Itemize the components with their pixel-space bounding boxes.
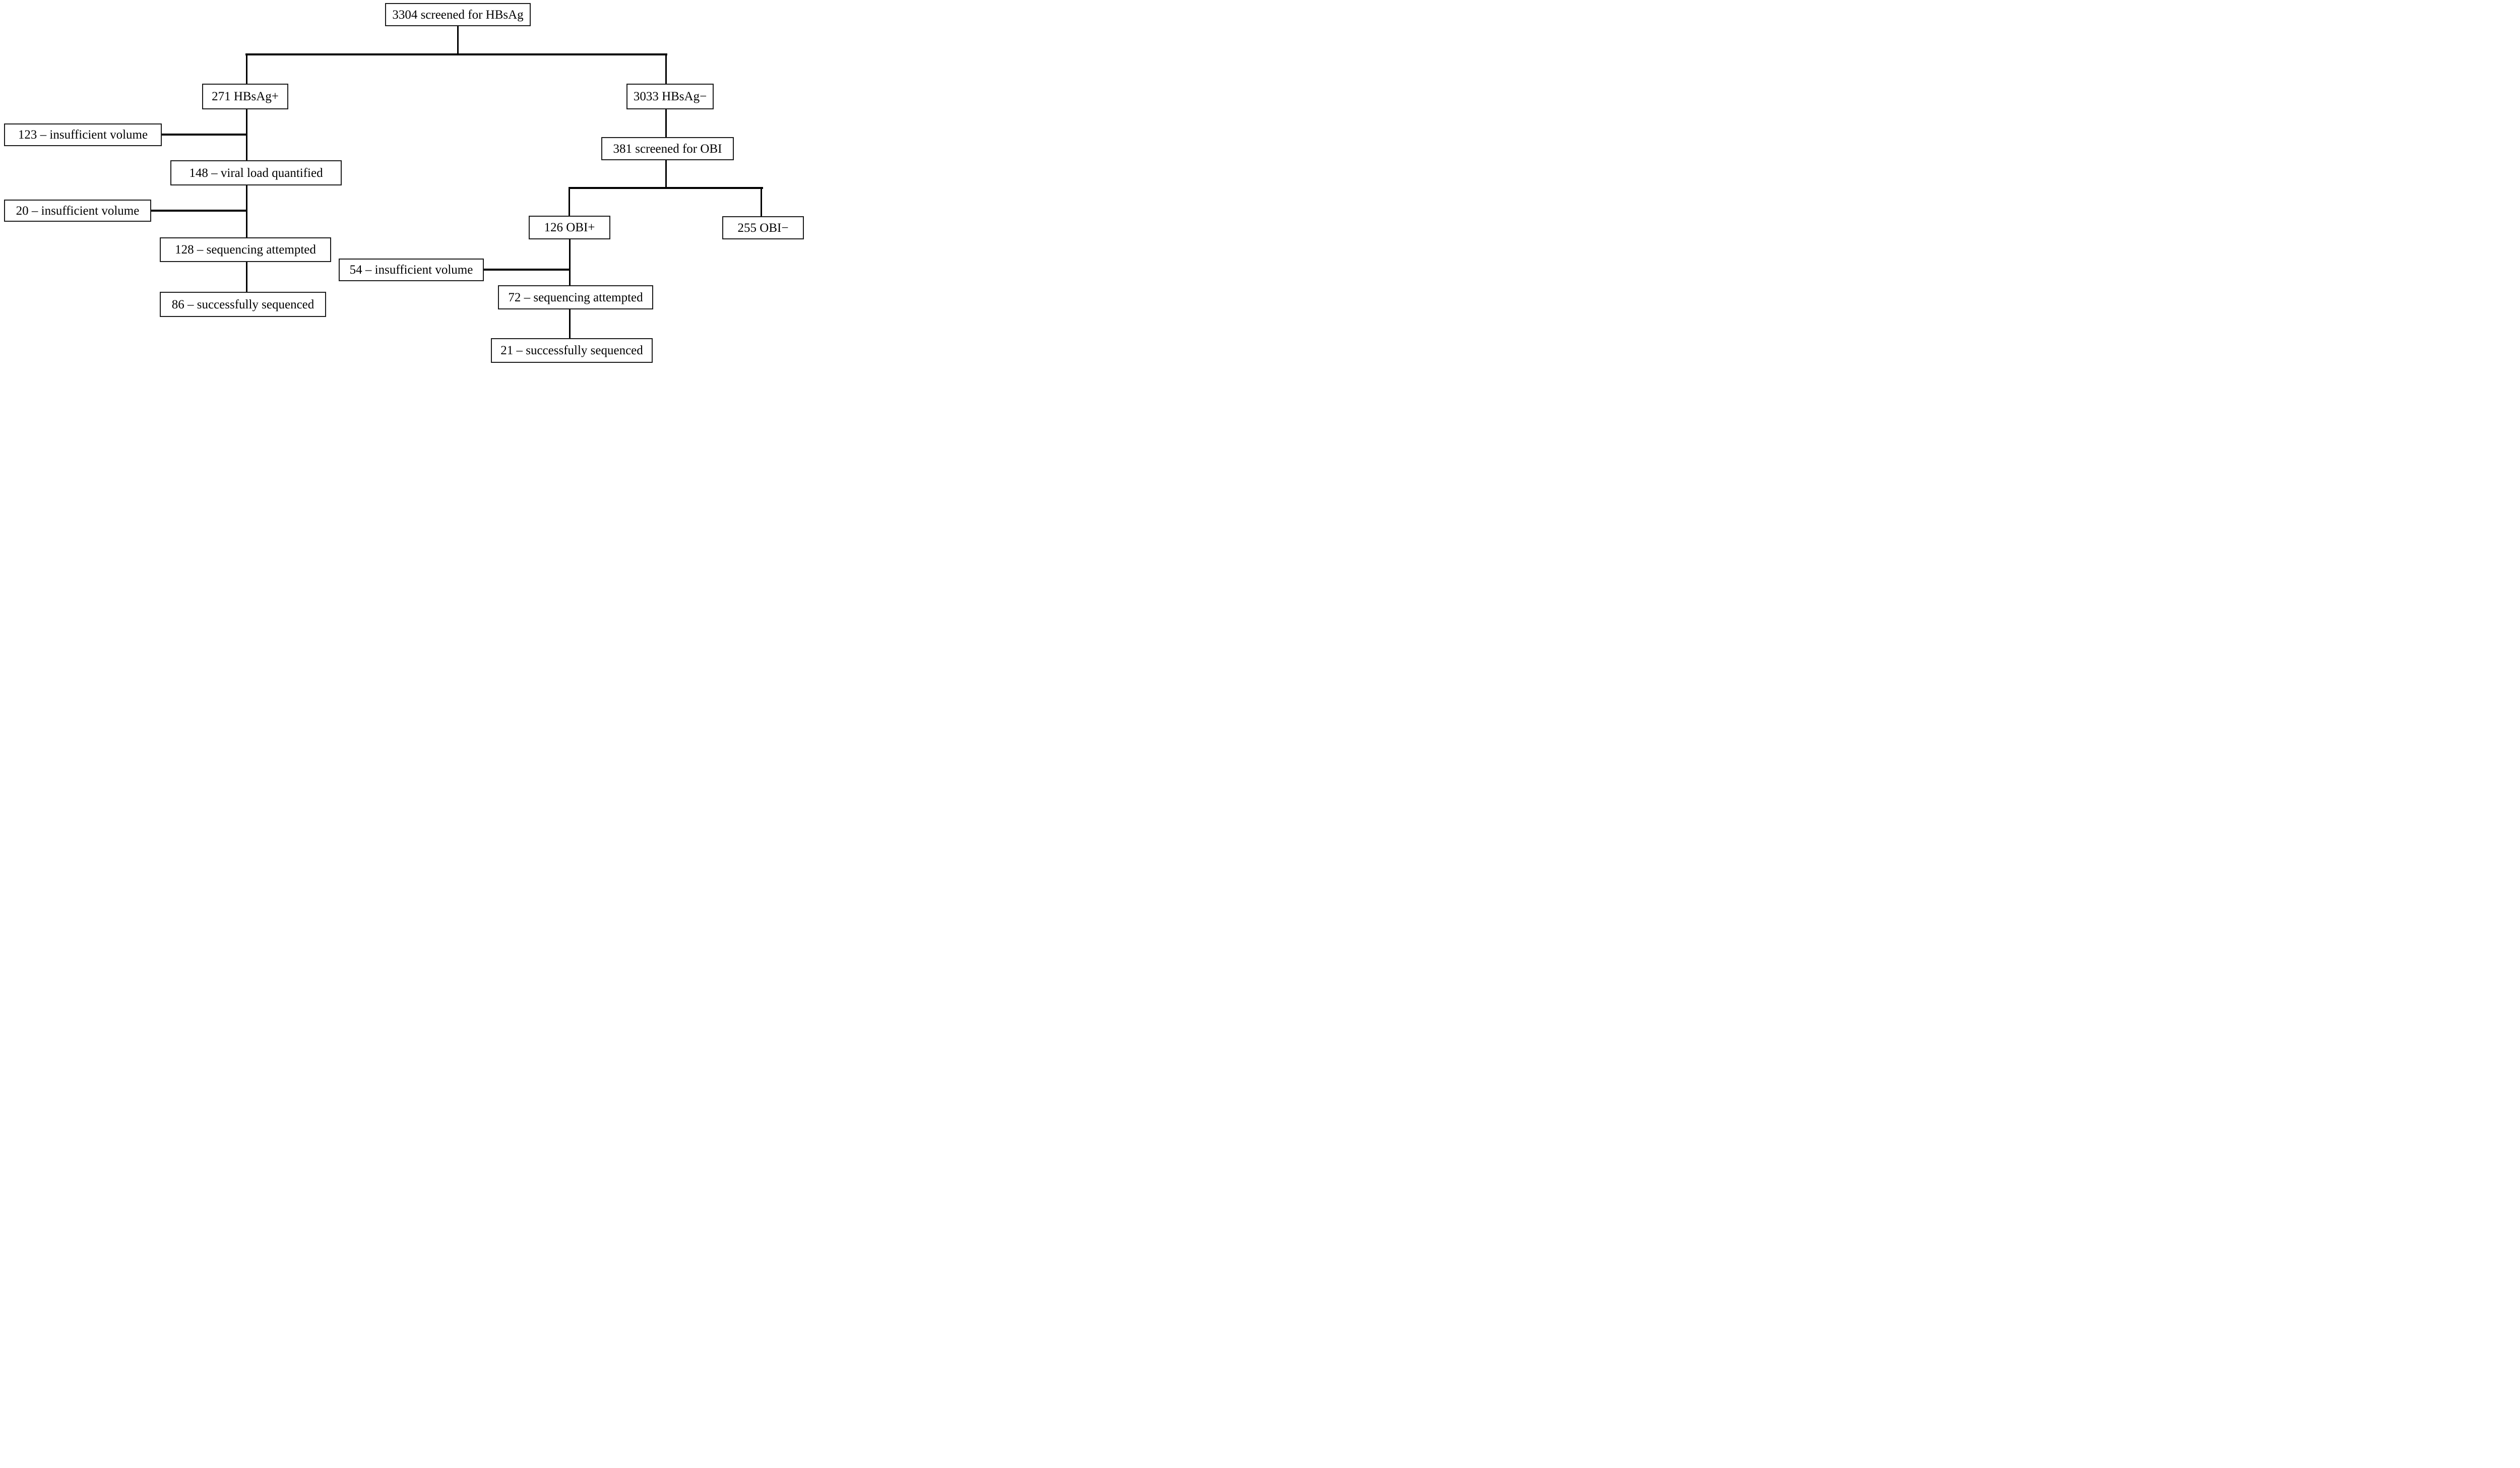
connector-insufficient-volume-viral-load bbox=[150, 210, 247, 212]
node-obi-positive: 126 OBI+ bbox=[529, 216, 610, 239]
connector-drop-hbsag-positive bbox=[246, 53, 247, 85]
connector-seqattempted-to-sequenced-left bbox=[246, 261, 247, 293]
node-successfully-sequenced-obi: 21 – successfully sequenced bbox=[491, 338, 653, 363]
connector-drop-obi-positive bbox=[569, 187, 570, 217]
node-insufficient-volume-viral-load: 20 – insufficient volume bbox=[4, 200, 151, 222]
connector-obi-split bbox=[569, 187, 763, 189]
connector-insufficient-volume-hbsag bbox=[161, 134, 247, 136]
node-successfully-sequenced-hbsag: 86 – successfully sequenced bbox=[160, 292, 326, 317]
flow-diagram: 3304 screened for HBsAg 271 HBsAg+ 3033 … bbox=[0, 0, 806, 367]
connector-obipos-to-seqattempted bbox=[569, 238, 571, 286]
connector-seqattempted-to-sequenced-right bbox=[569, 308, 571, 339]
node-viral-load-quantified: 148 – viral load quantified bbox=[170, 160, 342, 185]
connector-drop-hbsag-negative bbox=[665, 53, 667, 85]
node-obi-negative: 255 OBI− bbox=[722, 216, 804, 239]
node-sequencing-attempted-obi: 72 – sequencing attempted bbox=[498, 285, 653, 309]
connector-hbsag-split bbox=[245, 53, 667, 55]
node-insufficient-volume-hbsag: 123 – insufficient volume bbox=[4, 123, 162, 146]
connector-hbsagneg-to-obiscreen bbox=[665, 108, 667, 138]
node-hbsag-negative: 3033 HBsAg− bbox=[626, 84, 714, 109]
connector-obiscreen-to-split bbox=[665, 159, 667, 189]
connector-insufficient-volume-obi bbox=[483, 269, 570, 271]
node-sequencing-attempted-hbsag: 128 – sequencing attempted bbox=[160, 237, 331, 262]
node-insufficient-volume-obi: 54 – insufficient volume bbox=[339, 259, 484, 281]
node-screened-for-hbsag: 3304 screened for HBsAg bbox=[385, 3, 531, 26]
node-hbsag-positive: 271 HBsAg+ bbox=[202, 84, 288, 109]
connector-root-drop bbox=[457, 26, 459, 55]
node-screened-for-obi: 381 screened for OBI bbox=[601, 137, 734, 160]
connector-drop-obi-negative bbox=[761, 187, 762, 217]
